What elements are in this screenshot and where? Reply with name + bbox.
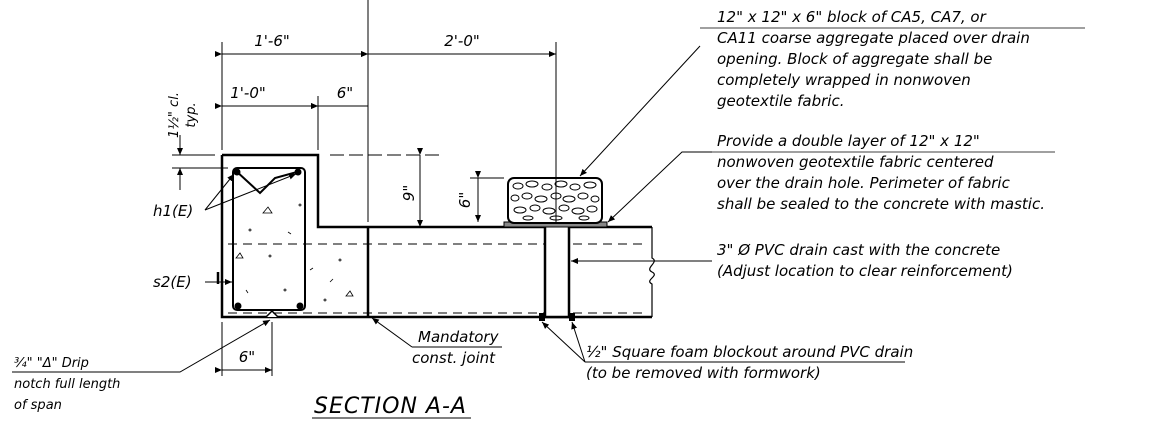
svg-text:½" Square foam blockout around: ½" Square foam blockout around PVC drain xyxy=(586,343,913,361)
note-aggregate-block: 12" x 12" x 6" block of CA5, CA7, or CA1… xyxy=(717,8,1030,110)
svg-text:12" x 12" x 6" block of CA5, C: 12" x 12" x 6" block of CA5, CA7, or xyxy=(717,8,987,26)
drip-notch xyxy=(265,309,279,318)
note-drip-notch: ¾" "Δ" Drip notch full length of span xyxy=(14,356,120,413)
note-foam-blockout: ½" Square foam blockout around PVC drain… xyxy=(586,343,913,382)
dim-inner-left: 1'-0" xyxy=(230,84,266,102)
bar-label-s2: s2(E) xyxy=(153,273,192,291)
svg-text:shall be sealed to the concret: shall be sealed to the concrete with mas… xyxy=(717,195,1045,213)
dim-drip-offset: 6" xyxy=(239,348,255,366)
svg-text:completely wrapped in nonwoven: completely wrapped in nonwoven xyxy=(717,71,971,89)
svg-text:over the drain hole. Perimeter: over the drain hole. Perimeter of fabric xyxy=(717,174,1011,192)
dim-top-overall: 1'-6" xyxy=(254,32,290,50)
dim-top-right: 2'-0" xyxy=(444,32,480,50)
concrete-aggregate-texture xyxy=(235,203,354,302)
svg-text:(to be removed with formwork): (to be removed with formwork) xyxy=(586,364,821,382)
svg-text:¾" "Δ" Drip: ¾" "Δ" Drip xyxy=(14,356,89,371)
stirrup-bar xyxy=(232,167,306,311)
pvc-drain xyxy=(543,223,571,319)
rebar-dot xyxy=(294,168,302,176)
svg-text:(Adjust location to clear rein: (Adjust location to clear reinforcement) xyxy=(717,262,1013,280)
note-pvc-drain: 3" Ø PVC drain cast with the concrete (A… xyxy=(717,241,1013,280)
aggregate-block xyxy=(507,177,603,224)
svg-text:of span: of span xyxy=(14,398,62,413)
foam-blockout xyxy=(539,313,545,321)
svg-text:CA11 coarse aggregate placed o: CA11 coarse aggregate placed over drain xyxy=(717,29,1030,47)
svg-text:opening. Block of aggregate s: opening. Block of aggregate shall be xyxy=(717,50,992,68)
svg-text:nonwoven geotextile fabric cen: nonwoven geotextile fabric centered xyxy=(717,153,994,171)
svg-text:Provide a double layer of 12": Provide a double layer of 12" x 12" xyxy=(717,132,980,150)
foam-blockout xyxy=(569,313,575,321)
dimension-lines xyxy=(172,42,557,376)
dim-inner-right: 6" xyxy=(337,84,353,102)
section-title: SECTION A-A xyxy=(314,394,467,419)
svg-text:Mandatory: Mandatory xyxy=(418,328,500,346)
top-hook-bar xyxy=(234,169,298,195)
svg-text:const. joint: const. joint xyxy=(412,349,496,367)
bar-label-h1: h1(E) xyxy=(153,202,193,220)
dim-clear-cover: 1½" cl. xyxy=(167,92,182,138)
dim-clear-cover-typ: typ. xyxy=(184,102,199,127)
dim-step-height: 9" xyxy=(400,185,418,201)
rebar-dot xyxy=(234,302,242,310)
leader-lines xyxy=(12,45,905,373)
dim-block-height: 6" xyxy=(456,192,474,208)
break-line xyxy=(649,227,655,317)
rebar-dot xyxy=(233,168,241,176)
concrete-section-outline xyxy=(220,153,652,319)
svg-text:3" Ø PVC drain cast with the c: 3" Ø PVC drain cast with the concrete xyxy=(717,241,1000,259)
note-construction-joint: Mandatory const. joint xyxy=(412,328,500,367)
rebar-dot xyxy=(296,302,304,310)
svg-text:geotextile fabric.: geotextile fabric. xyxy=(717,92,844,110)
svg-text:notch full length: notch full length xyxy=(14,377,120,392)
note-geotextile: Provide a double layer of 12" x 12" nonw… xyxy=(717,132,1045,213)
